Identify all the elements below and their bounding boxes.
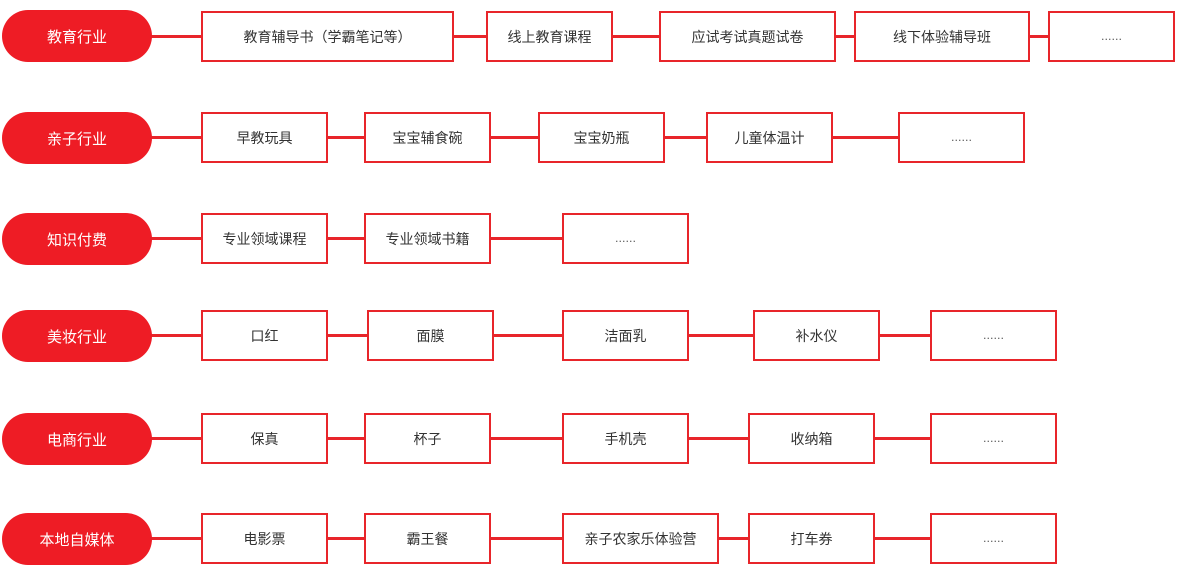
item-box: 宝宝奶瓶 bbox=[538, 112, 665, 163]
connector-line bbox=[150, 537, 940, 540]
item-box: 早教玩具 bbox=[201, 112, 328, 163]
category-education: 教育行业 bbox=[2, 10, 152, 62]
item-box: 儿童体温计 bbox=[706, 112, 833, 163]
item-box-ellipsis: ...... bbox=[562, 213, 689, 264]
item-box: 教育辅导书（学霸笔记等） bbox=[201, 11, 454, 62]
category-beauty: 美妆行业 bbox=[2, 310, 152, 362]
item-box: 专业领域课程 bbox=[201, 213, 328, 264]
item-box: 杯子 bbox=[364, 413, 491, 464]
item-box-ellipsis: ...... bbox=[930, 413, 1057, 464]
item-box: 收纳箱 bbox=[748, 413, 875, 464]
category-local-media: 本地自媒体 bbox=[2, 513, 152, 565]
item-box-ellipsis: ...... bbox=[898, 112, 1025, 163]
connector-line bbox=[150, 237, 570, 240]
item-box: 电影票 bbox=[201, 513, 328, 564]
item-box: 补水仪 bbox=[753, 310, 880, 361]
item-box-ellipsis: ...... bbox=[930, 513, 1057, 564]
category-parenting: 亲子行业 bbox=[2, 112, 152, 164]
item-box: 线下体验辅导班 bbox=[854, 11, 1030, 62]
connector-line bbox=[150, 437, 940, 440]
category-paid-knowledge: 知识付费 bbox=[2, 213, 152, 265]
item-box: 手机壳 bbox=[562, 413, 689, 464]
item-box: 口红 bbox=[201, 310, 328, 361]
item-box: 保真 bbox=[201, 413, 328, 464]
item-box: 应试考试真题试卷 bbox=[659, 11, 836, 62]
item-box: 霸王餐 bbox=[364, 513, 491, 564]
category-ecommerce: 电商行业 bbox=[2, 413, 152, 465]
connector-line bbox=[150, 334, 940, 337]
item-box: 洁面乳 bbox=[562, 310, 689, 361]
item-box: 宝宝辅食碗 bbox=[364, 112, 491, 163]
item-box: 面膜 bbox=[367, 310, 494, 361]
item-box-ellipsis: ...... bbox=[930, 310, 1057, 361]
item-box: 专业领域书籍 bbox=[364, 213, 491, 264]
item-box: 亲子农家乐体验营 bbox=[562, 513, 719, 564]
item-box-ellipsis: ...... bbox=[1048, 11, 1175, 62]
item-box: 打车券 bbox=[748, 513, 875, 564]
item-box: 线上教育课程 bbox=[486, 11, 613, 62]
connector-line bbox=[150, 136, 910, 139]
